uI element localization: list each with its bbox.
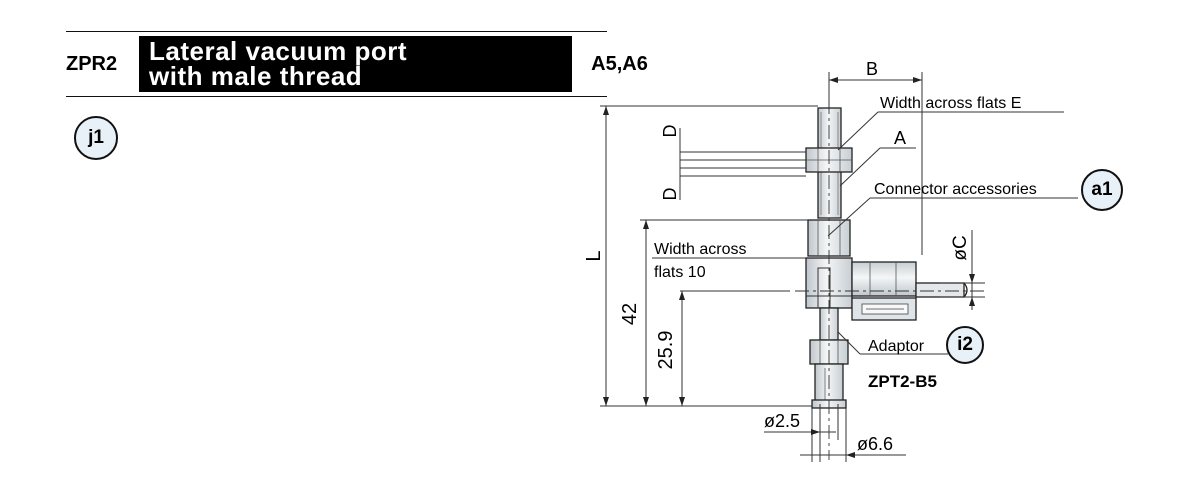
center-lines: [795, 100, 985, 460]
connector-ref-badge[interactable]: a1: [1081, 169, 1123, 211]
width-across-flats-10-line2: flats 10: [654, 264, 706, 281]
adaptor-label: Adaptor: [868, 338, 925, 355]
dim-b-label: B: [866, 59, 878, 79]
dim-d-top-label: D: [660, 125, 680, 138]
applicable-models: A5,A6: [591, 52, 648, 75]
dim-phi-c-label: øC: [950, 235, 971, 260]
vacuum-pad-body: [805, 107, 968, 409]
arrowheads: [603, 77, 975, 458]
dim-phi-6-6-label: ø6.6: [857, 434, 893, 454]
lateral-fitting: [851, 261, 917, 297]
page-ref-badge[interactable]: j1: [74, 116, 118, 160]
dim-a-label: A: [894, 128, 906, 148]
leader-lines: [652, 111, 1078, 355]
header-table: ZPR2 Lateral vacuum port with male threa…: [66, 31, 648, 97]
adaptor-ref-badge[interactable]: i2: [946, 326, 984, 364]
connector-accessories-label: Connector accessories: [874, 181, 1037, 198]
dim-d-bottom-label: D: [660, 188, 680, 201]
width-across-flats-e-label: Width across flats E: [880, 95, 1021, 112]
connector-ref-label: a1: [1091, 179, 1113, 200]
header-top-rule: [66, 31, 607, 32]
tube: [915, 282, 965, 298]
adaptor-ref-label: i2: [957, 334, 973, 355]
page-ref-label: j1: [88, 127, 104, 148]
dim-25-9-label: 25.9: [655, 331, 677, 370]
series-code: ZPR2: [66, 52, 118, 75]
dim-phi-2-5-label: ø2.5: [764, 411, 800, 431]
dim-l-label: L: [583, 250, 605, 261]
adaptor-part-number: ZPT2-B5: [868, 372, 937, 391]
product-title: Lateral vacuum port with male thread: [139, 36, 572, 92]
header-bottom-rule: [66, 96, 607, 97]
dim-42-label: 42: [619, 303, 641, 325]
dimension-lines: [600, 72, 985, 462]
width-across-flats-10-line1: Width across: [654, 241, 746, 258]
